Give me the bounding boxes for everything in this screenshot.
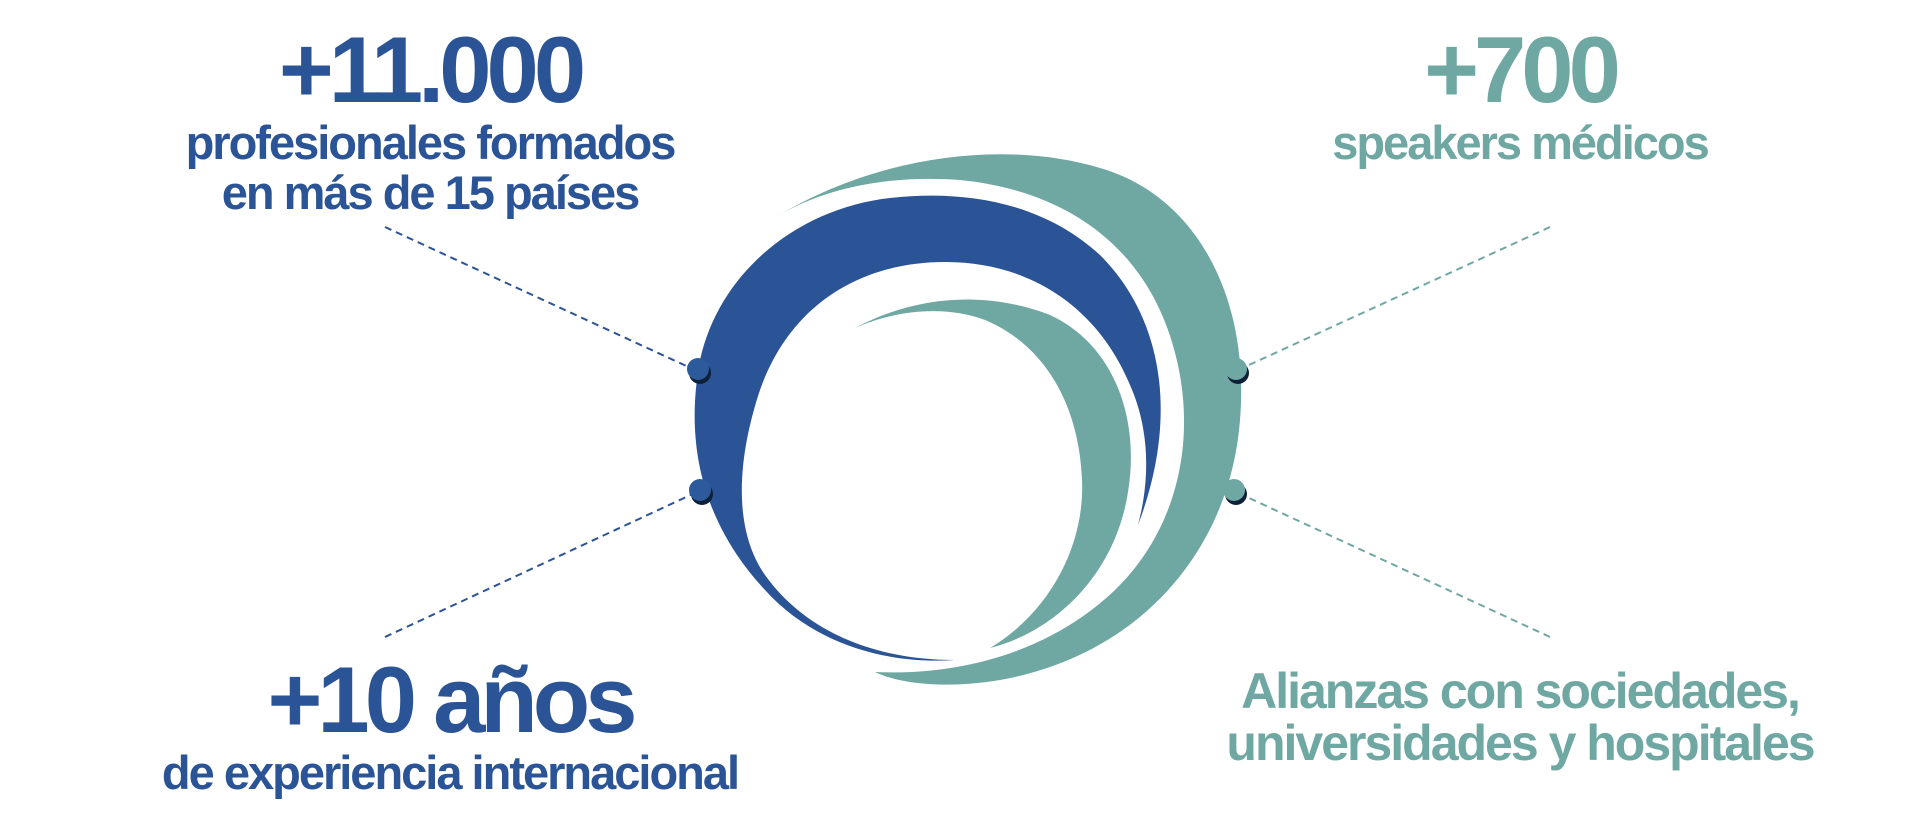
stat-professionals-line-2: en más de 15 países [221, 166, 641, 219]
stat-experience-value: +10 años [267, 647, 638, 752]
connector-dot-bottom-left [689, 479, 713, 505]
connector-dot-bottom-right [1223, 479, 1247, 505]
connector-line-bottom-right [1235, 491, 1551, 638]
stat-professionals-line-1: profesionales formados [185, 116, 677, 169]
stat-experience-line-1: de experiencia internacional [161, 746, 740, 799]
stat-professionals: +11.000 profesionales formados en más de… [150, 22, 710, 218]
connector-line-top-right [1237, 226, 1551, 371]
connector-line-bottom-left [384, 491, 698, 638]
connector-dot-top-right [1225, 358, 1249, 384]
stat-speakers-value: +700 [1424, 17, 1621, 122]
stat-speakers-line-1: speakers médicos [1332, 116, 1710, 169]
stat-alliances: Alianzas con sociedades, universidades y… [1210, 665, 1830, 769]
stat-speakers: +700 speakers médicos [1290, 22, 1750, 168]
inner-teal-arc [855, 299, 1131, 648]
stat-alliances-line-1: Alianzas con sociedades, [1241, 663, 1801, 719]
connector-dot-top-left [687, 358, 711, 384]
connector-line-top-left [384, 226, 696, 371]
stat-alliances-line-2: universidades y hospitales [1226, 715, 1815, 771]
stat-experience: +10 años de experiencia internacional [90, 652, 810, 798]
stat-professionals-value: +11.000 [278, 17, 586, 122]
